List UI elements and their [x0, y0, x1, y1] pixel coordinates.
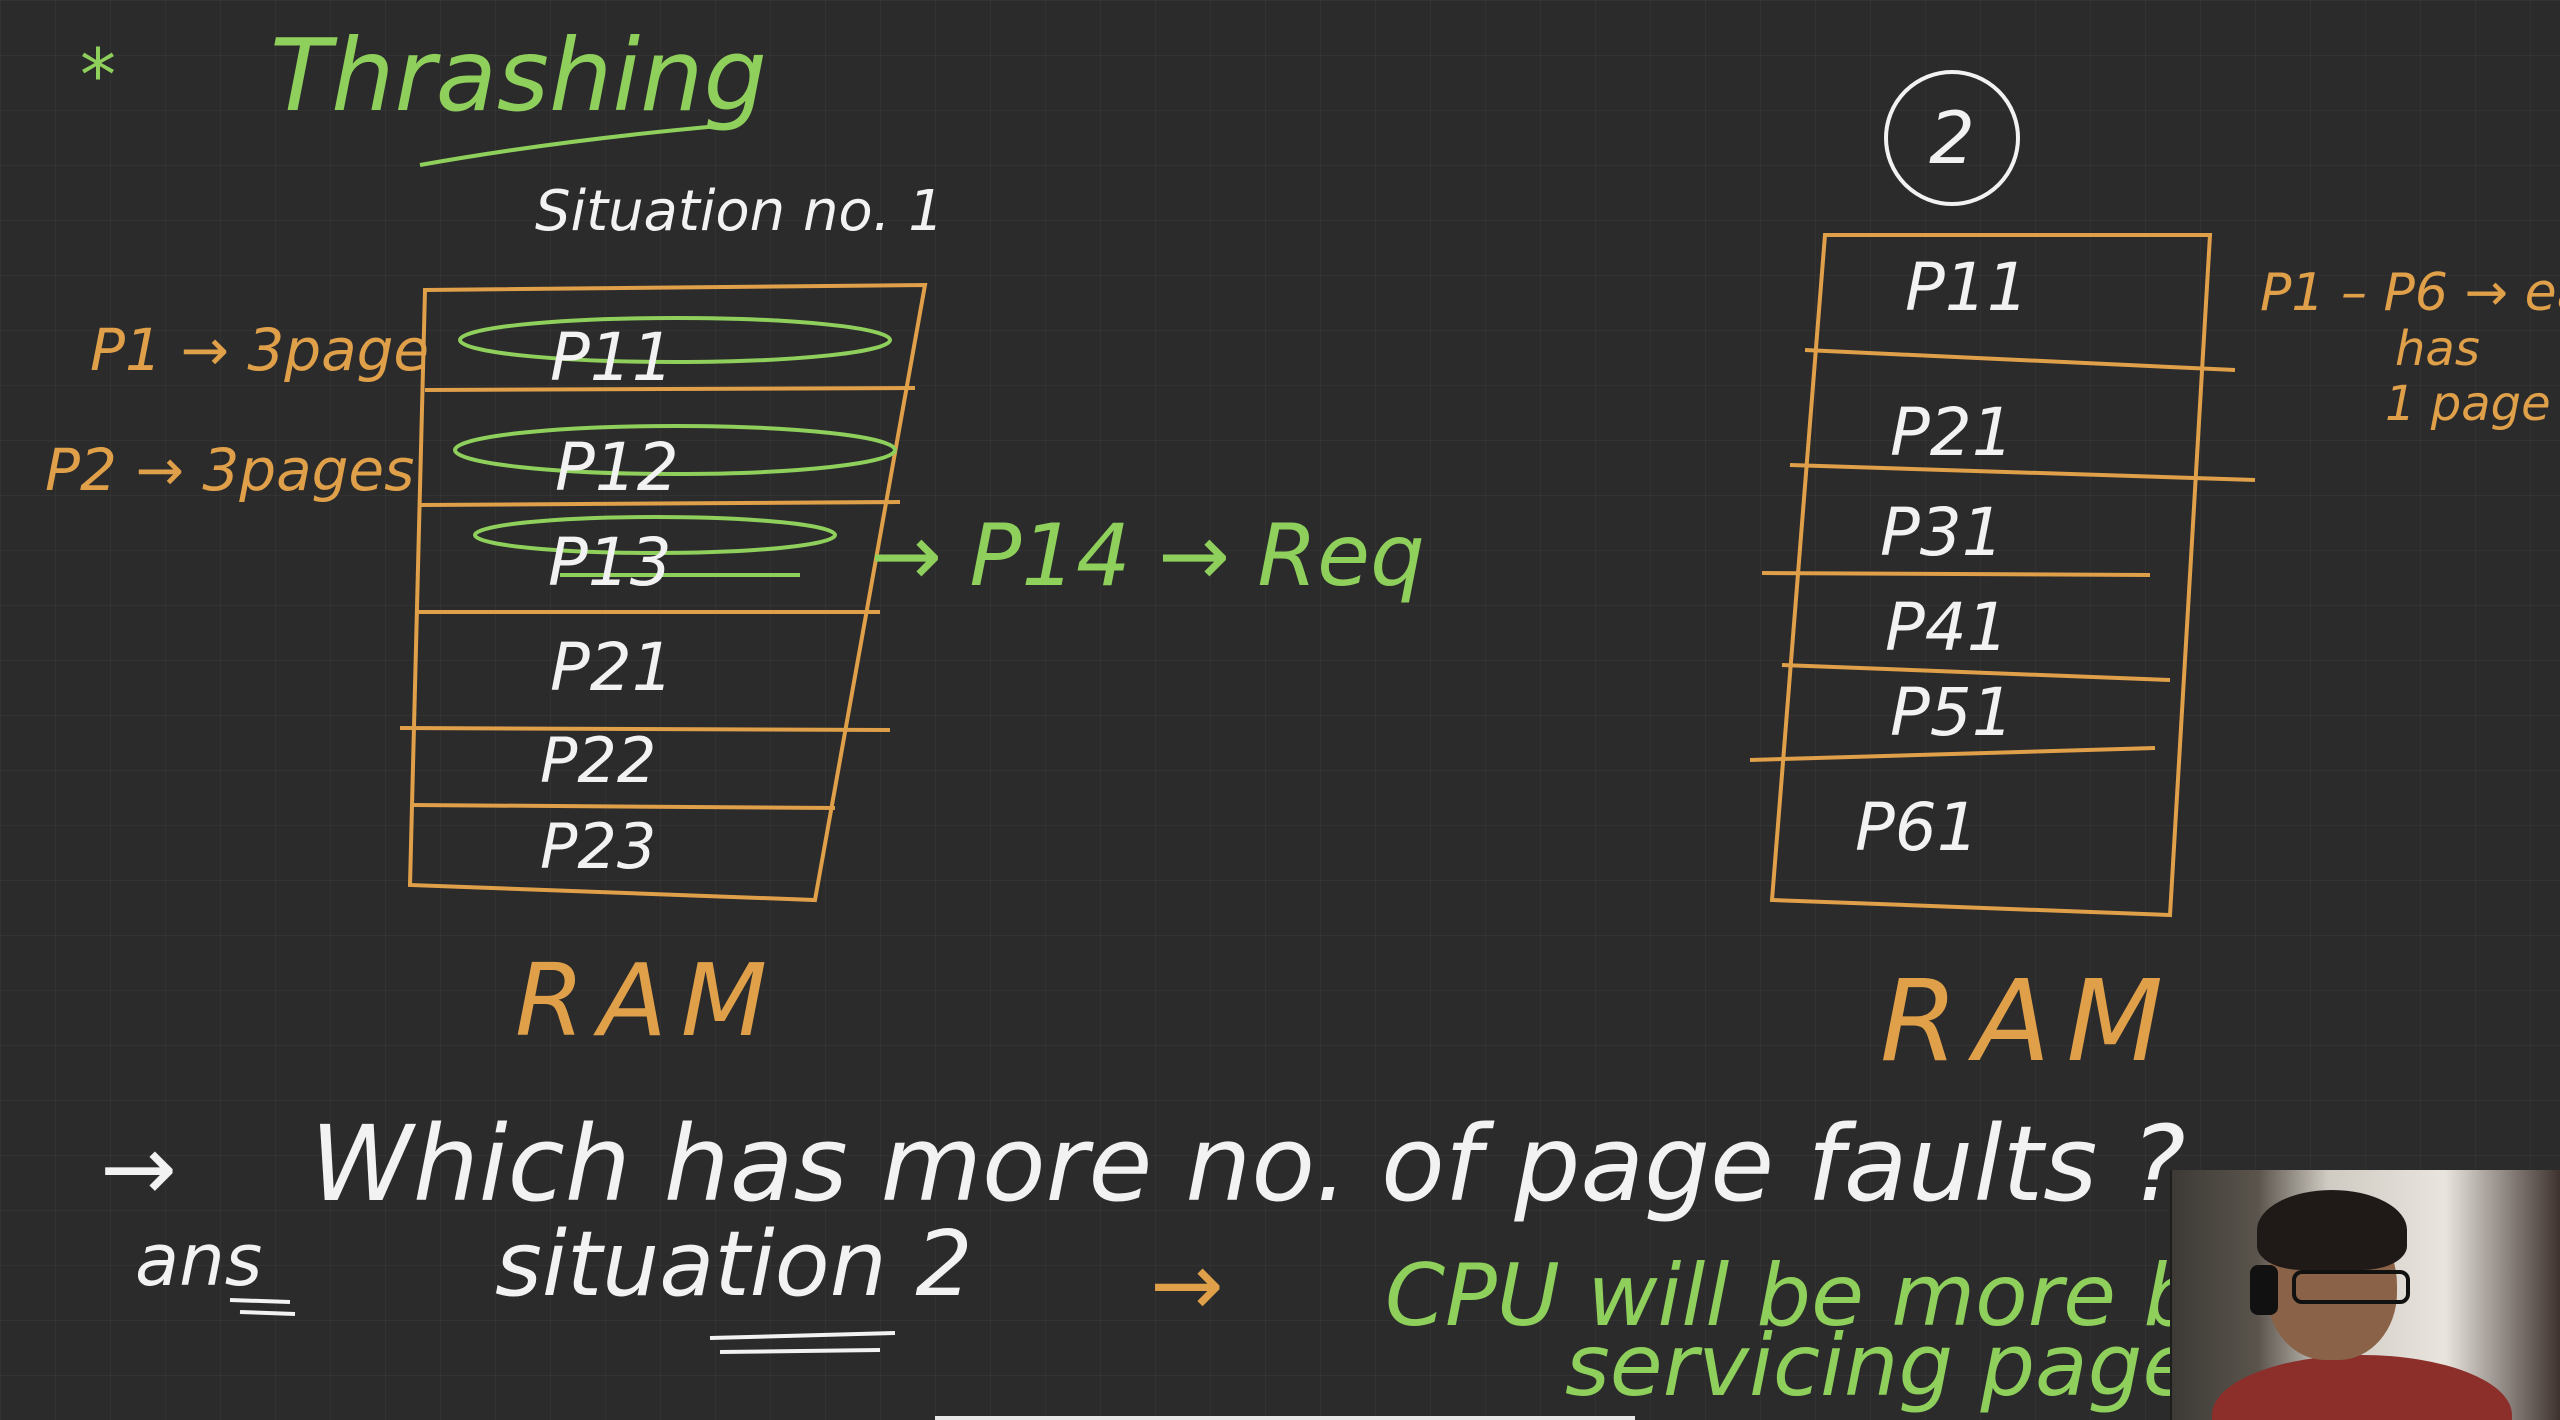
question-arrow: →: [100, 1115, 177, 1222]
answer-text-underline: [709, 1331, 896, 1354]
answer-prefix-underline: [229, 1298, 296, 1316]
presenter-webcam: [2170, 1170, 2560, 1420]
title-underline: [419, 123, 731, 167]
situation2-frame-1: P11: [1905, 249, 2029, 326]
situation1-note-p1: P1 → 3page: [90, 316, 429, 384]
presenter-glasses: [2292, 1270, 2410, 1304]
situation2-frame-2: P21: [1890, 394, 2014, 471]
situation2-note-line1: P1 – P6 → each: [2260, 263, 2560, 323]
situation1-frame-1: P11: [550, 319, 674, 396]
situation2-frame-4: P41: [1885, 589, 2009, 666]
situation1-frame-2: P12: [555, 429, 679, 506]
presenter-shirt: [2212, 1355, 2512, 1420]
answer-arrow: →: [1150, 1233, 1224, 1336]
situation1-heading: Situation no. 1: [535, 179, 944, 244]
situation2-frame-5: P51: [1890, 674, 2014, 751]
situation1-frame-4: P21: [550, 629, 674, 706]
situation2-note-line2: has: [2395, 321, 2480, 377]
situation1-ram-label: RAM: [515, 942, 781, 1059]
situation1-frame-5: P22: [540, 724, 656, 797]
question-text: Which has more no. of page faults ?: [310, 1103, 2186, 1225]
situation1-request: → P14 → Req: [870, 506, 1425, 606]
answer-text: situation 2: [495, 1212, 973, 1317]
situation1-ram-block: [399, 282, 928, 903]
situation2-frame-6: P61: [1855, 789, 1979, 866]
headset-icon: [2250, 1265, 2278, 1315]
situation2-number-circle: [1884, 70, 2020, 206]
situation1-frame-6: P23: [540, 810, 656, 883]
situation2-note-line3: 1 page: [2385, 376, 2551, 432]
situation1-scribbles: [453, 316, 897, 577]
situation2-frame-3: P31: [1880, 494, 2004, 571]
situation1-frame-3: P13: [548, 524, 672, 601]
title-thrashing: Thrashing: [270, 17, 767, 134]
title-star: *: [80, 33, 116, 117]
situation2-ram-block: [1749, 233, 2256, 918]
situation2-ram-label: RAM: [1880, 957, 2179, 1087]
answer-prefix: ans: [135, 1218, 262, 1302]
situation1-note-p2: P2 → 3pages: [45, 436, 414, 504]
answer-consequence-line1: CPU will be more b: [1385, 1246, 2198, 1346]
video-progress-bar[interactable]: [935, 1416, 1635, 1420]
answer-consequence-line2: servicing page: [1565, 1316, 2195, 1416]
presenter-hair: [2257, 1190, 2407, 1270]
situation2-number: 2: [1929, 96, 1975, 180]
